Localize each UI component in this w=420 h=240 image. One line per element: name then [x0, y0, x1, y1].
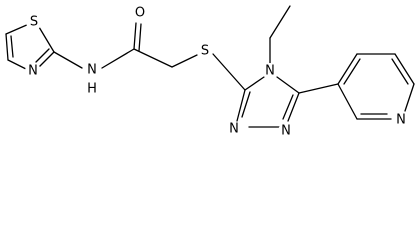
bond-c5-c4-inner	[10, 35, 14, 58]
atom-n-pyridine: N	[396, 113, 406, 128]
bond-ethyl	[269, 5, 291, 39]
bond-ch2-s	[171, 54, 198, 68]
bond-n2-c3-inner	[241, 91, 251, 118]
bond-py-n-c6	[404, 83, 415, 112]
bond-c3-n4	[244, 76, 265, 91]
molecule-structure: S N N H O S N N N N	[5, 5, 415, 139]
bond-carbonyl-o	[133, 22, 137, 50]
bond-n2-c3	[236, 89, 246, 122]
bond-n3-c2	[37, 51, 55, 69]
bond-c2-nh	[53, 51, 83, 69]
atom-n-amide: N	[87, 63, 97, 78]
bond-carbonyl-ch2	[133, 48, 173, 68]
bond-py-c6-c5-inner	[391, 58, 409, 85]
bond-c5-n1	[287, 92, 300, 122]
atom-n4-triazole: N	[265, 64, 275, 79]
bond-c5-n1-inner	[282, 94, 294, 120]
atom-labels: S N N H O S N N N N	[25, 5, 409, 139]
atom-n1-triazole: N	[281, 124, 291, 139]
bond-c5-pyridine	[298, 83, 339, 94]
bond-py-c6-c5	[394, 53, 415, 85]
bond-s1-c5	[5, 23, 30, 35]
bond-py-c4-c3-inner	[343, 58, 361, 85]
bonds	[5, 5, 415, 128]
bond-c4-n3	[7, 59, 29, 71]
atom-s-thiazole: S	[30, 15, 38, 30]
atom-n2-triazole: N	[229, 122, 239, 137]
bond-py-c3-c2	[337, 83, 358, 120]
atom-h-amide: H	[87, 82, 97, 97]
bond-nh-carbonyl	[101, 48, 135, 69]
atom-s-thioether: S	[201, 44, 209, 59]
bond-s-c3	[212, 53, 246, 91]
bond-n3-c2-inner	[35, 48, 50, 63]
bond-py-c4-c3	[337, 53, 358, 85]
bond-carbonyl-o-double	[138, 23, 142, 52]
atom-o-carbonyl: O	[135, 6, 145, 21]
atom-n-thiazole: N	[28, 64, 38, 79]
bond-c5-c4	[5, 33, 9, 61]
bond-c2-s1	[38, 26, 55, 53]
bond-n4-c5	[276, 76, 300, 94]
